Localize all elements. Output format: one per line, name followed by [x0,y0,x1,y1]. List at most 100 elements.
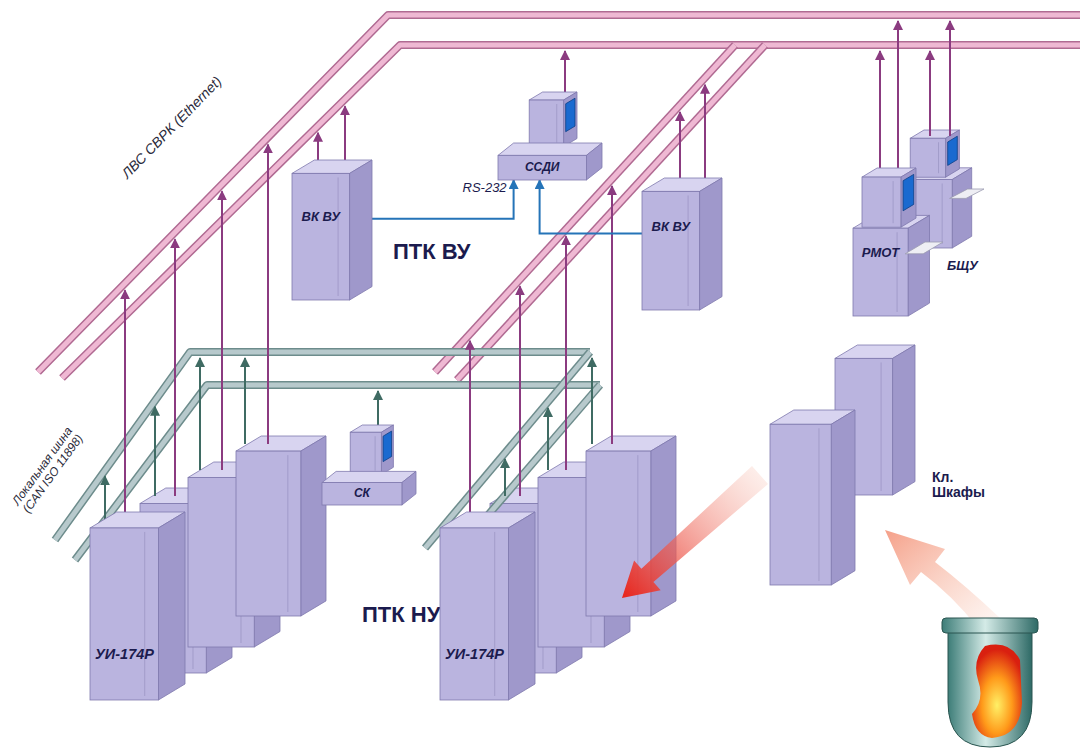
device-label: ССДИ [498,161,586,174]
data-arrow [519,286,521,496]
connector [622,466,768,598]
cabinet-door [897,232,898,312]
ethernet-bus [62,45,1080,378]
interface-label: RS-232 [463,181,507,195]
bus-label: ЛВС СВРК (Ethernet) [119,74,225,182]
serial-link [540,180,642,233]
base-top [322,471,416,482]
data-arrow [504,459,506,496]
reactor-flange [942,618,1038,633]
screen [566,98,575,132]
data-arrow [897,21,899,174]
area-title: БЩУ [947,259,978,273]
base-top [498,143,602,155]
operator-station: РМОТ [853,168,943,316]
data-arrow [154,407,156,496]
area-title: ПТК ВУ [393,240,471,264]
cabinet-side [158,512,185,700]
connector [540,180,642,233]
cabinet: УИ-174Р [440,512,535,700]
cabinet-door [893,181,894,223]
data-arrow [949,21,951,136]
cabinet-side [831,410,855,585]
cabinet-outline [90,512,185,700]
area-band: ПТК НУУИ-174РУИ-174Р [62,510,622,722]
connector [372,180,514,219]
data-arrow [879,51,881,174]
cabinet: УИ-174Р [90,512,185,700]
base-side [402,471,416,505]
cabinet-front [770,424,831,585]
screen [903,174,914,210]
cabinet [770,410,855,585]
data-arrow [591,358,593,444]
cabinet-side [700,178,722,310]
base-front [322,483,402,505]
device-label: СК [322,487,402,500]
area-band: БЩУ РМОТ [822,215,1067,327]
cabinet-door [494,532,495,696]
data-arrow [174,239,176,496]
area-fill [760,465,1070,613]
cabinet-side [350,160,372,300]
cabinet-outline [292,160,372,300]
cabinet-side [508,512,535,700]
area-band: ПТК ВУ ВК ВУ ВК ВУ БЩУ РМОТ [255,185,1080,333]
cabinet-door [938,142,939,173]
data-arrow [704,85,706,182]
cabinet-door [818,428,819,581]
screen [383,431,392,462]
data-arrow [564,51,566,96]
signal-arrow [622,466,768,598]
cabinet-front [862,177,901,227]
data-arrow [469,341,471,520]
cabinet-outline [440,512,535,700]
cabinet-outline [642,178,722,310]
cabinet-side [381,425,393,475]
device-label: УИ-174Р [445,647,503,663]
bus-label: Локальная шина (CAN ISO 11898) [7,420,89,520]
device-label: УИ-174Р [95,647,153,663]
cabinet: ВК ВУ [292,160,372,300]
base-side [586,143,602,180]
cabinet-door [375,436,376,470]
cabinet-front [90,528,158,700]
operator-station-outline [853,168,943,316]
cabinet-door [338,177,339,296]
device-label: ВК ВУ [292,210,350,224]
data-arrow [679,112,681,184]
data-arrow [221,191,223,470]
screen [948,136,958,165]
reactor-core [972,645,1022,738]
cabinet-door [556,104,557,143]
cabinet-door [942,183,943,244]
workstation: ССДИ [498,92,602,180]
device-label: РМОТ [853,246,908,260]
cabinet [236,436,326,616]
area-band: Кл. Шкафы [760,455,1075,615]
cabinet-side [952,168,972,248]
cabinet-side [946,130,960,177]
cabinet-door [881,362,882,491]
data-arrow [104,476,106,520]
data-arrow [547,408,549,470]
data-arrow [244,358,246,444]
data-arrow [565,236,567,470]
cabinet-front [440,528,508,700]
cabinet-side [564,92,577,147]
area-fill [70,512,680,722]
cabinet-side [908,215,929,316]
keyboard-shelf [905,242,943,254]
cabinet-side [893,345,915,495]
cabinet-front [236,451,301,616]
ethernet-bus [62,45,1080,378]
ethernet-bus [38,15,1080,372]
cabinet-door [688,195,689,306]
device-label: ВК ВУ [642,220,700,234]
cabinet-front [292,173,350,300]
cabinet-front [853,228,908,316]
cabinet-door [287,455,288,612]
data-arrow [267,144,269,444]
cabinet-front [529,100,563,147]
